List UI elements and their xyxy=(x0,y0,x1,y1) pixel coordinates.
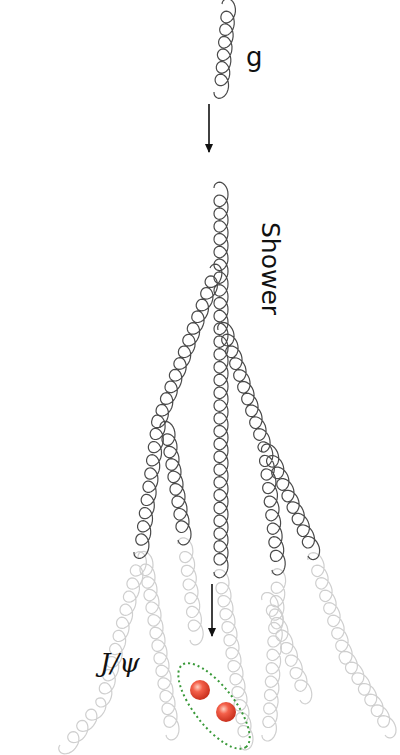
gluon-line xyxy=(152,264,222,428)
gluon-line xyxy=(218,322,270,452)
gluon-lines xyxy=(134,0,320,578)
gluon-line xyxy=(214,182,228,578)
gluon-line xyxy=(134,415,165,558)
charm-quark xyxy=(216,702,236,722)
gluon-line xyxy=(96,552,147,707)
gluon-line xyxy=(262,569,286,741)
gluon-line xyxy=(308,553,352,664)
gluon-line xyxy=(59,698,106,754)
gluon-line xyxy=(339,651,396,738)
gluon-line xyxy=(214,0,235,98)
stage-label: Shower xyxy=(258,221,283,314)
meson-label: J/ψ xyxy=(100,650,140,676)
bound-state-ellipse xyxy=(166,653,262,755)
gluon-line xyxy=(160,421,191,545)
gluon-line xyxy=(178,538,203,645)
gluon-line xyxy=(138,551,179,740)
gluon-line xyxy=(262,593,312,704)
particle-label: g xyxy=(246,44,263,70)
flow-arrow xyxy=(211,584,213,636)
flow-arrow xyxy=(208,104,210,152)
gluon-line xyxy=(262,444,320,559)
charm-quark xyxy=(190,680,210,700)
